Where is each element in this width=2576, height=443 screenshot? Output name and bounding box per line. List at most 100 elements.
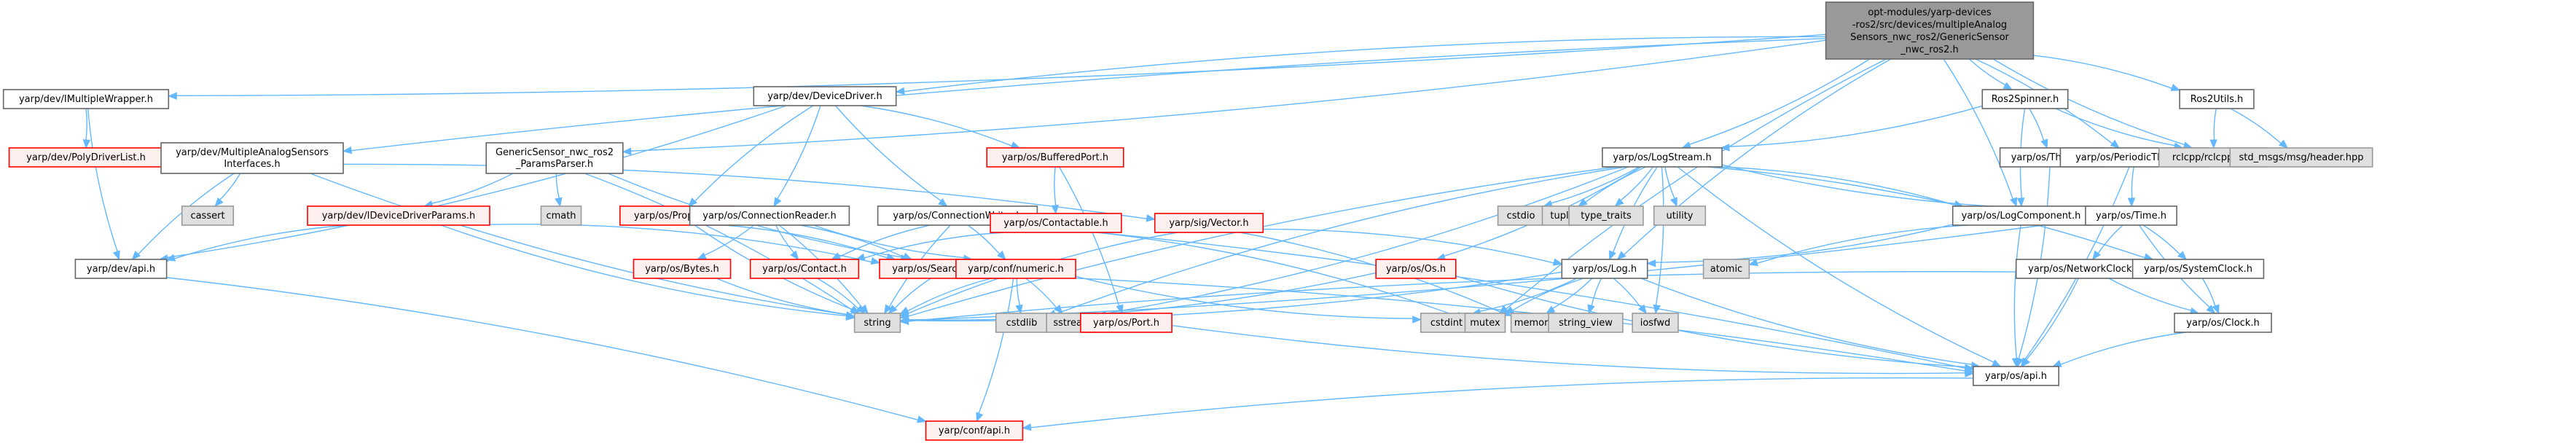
edge-clock-to-osapi	[2051, 332, 2187, 367]
edge-line	[1613, 278, 1642, 308]
edge-root-to-ros2spinner	[1968, 58, 2013, 90]
arrowhead-icon	[2021, 357, 2031, 368]
node-vector[interactable]: yarp/sig/Vector.h	[1154, 213, 1264, 233]
node-label: yarp/os/ConnectionWriter.h	[893, 211, 1022, 221]
node-type-traits[interactable]: type_traits	[1568, 205, 1644, 226]
node-label: yarp/conf/numeric.h	[968, 264, 1064, 275]
node-bytes[interactable]: yarp/os/Bytes.h	[633, 259, 732, 279]
edge-log-to-iosfwd	[1613, 278, 1648, 315]
node-cmath[interactable]: cmath	[540, 205, 582, 226]
arrowhead-icon	[131, 251, 141, 260]
node-box	[1464, 313, 1506, 333]
edge-devicedriver-to-connectionwriter	[834, 105, 948, 207]
edge-ros2spinner-to-thread	[2029, 108, 2048, 149]
node-ros2utils[interactable]: Ros2Utils.h	[2179, 89, 2255, 109]
node-cstdlib[interactable]: cstdlib	[995, 313, 1049, 333]
node-string[interactable]: string	[853, 313, 901, 333]
node-numeric[interactable]: yarp/conf/numeric.h	[955, 259, 1076, 279]
node-ros2spinner[interactable]: Ros2Spinner.h	[1981, 89, 2069, 109]
node-mutex[interactable]: mutex	[1464, 313, 1506, 333]
node-time[interactable]: yarp/os/Time.h	[2085, 205, 2177, 226]
node-systemclock[interactable]: yarp/os/SystemClock.h	[2131, 259, 2265, 279]
edge-line	[2142, 224, 2180, 255]
node-devicedriver[interactable]: yarp/dev/DeviceDriver.h	[753, 86, 897, 106]
edge-property-to-searchable	[724, 224, 896, 261]
edge-logstream-to-string	[899, 166, 1618, 320]
arrowhead-icon	[976, 412, 984, 423]
node-atomic[interactable]: atomic	[1702, 259, 1750, 279]
node-os[interactable]: yarp/os/Os.h	[1375, 259, 1457, 279]
edge-line	[1054, 166, 1626, 315]
node-idevicedriverparams[interactable]: yarp/dev/IDeviceDriverParams.h	[307, 205, 490, 226]
node-networkclock[interactable]: yarp/os/NetworkClock.h	[2015, 259, 2154, 279]
arrowhead-icon	[1051, 205, 1059, 215]
node-label: yarp/dev/IDeviceDriverParams.h	[322, 211, 476, 221]
node-bufferedport[interactable]: yarp/os/BufferedPort.h	[986, 147, 1124, 168]
node-header[interactable]: std_msgs/msg/header.hpp	[2229, 147, 2373, 168]
node-devapi[interactable]: yarp/dev/api.h	[74, 259, 168, 279]
node-contactable[interactable]: yarp/os/Contactable.h	[990, 213, 1122, 233]
arrowhead-icon	[1748, 259, 1758, 267]
arrowhead-icon	[845, 311, 856, 319]
node-osapi[interactable]: yarp/os/api.h	[1973, 366, 2060, 386]
node-iosfwd[interactable]: iosfwd	[1632, 313, 1679, 333]
edge-line	[694, 105, 814, 202]
edge-connectionwriter-to-osapi	[1019, 224, 1975, 372]
edge-logcomponent-to-atomic	[1748, 224, 1969, 267]
edge-numeric-to-cstdint	[1075, 275, 1422, 324]
arrowhead-icon	[2170, 84, 2181, 91]
node-contact[interactable]: yarp/os/Contact.h	[749, 259, 860, 279]
node-label: Interfaces.h	[224, 159, 280, 170]
node-log[interactable]: yarp/os/Log.h	[1561, 259, 1648, 279]
node-cstdio[interactable]: cstdio	[1497, 205, 1545, 226]
node-polydriverlist[interactable]: yarp/dev/PolyDriverList.h	[8, 147, 164, 168]
node-box	[749, 259, 860, 279]
edge-root-to-masinterfaces	[342, 38, 1826, 154]
node-box	[485, 142, 624, 174]
node-label: std_msgs/msg/header.hpp	[2239, 152, 2363, 163]
node-port[interactable]: yarp/os/Port.h	[1080, 313, 1172, 333]
edge-line	[1707, 166, 2145, 259]
node-label: yarp/dev/IMultipleWrapper.h	[19, 94, 153, 105]
node-utility[interactable]: utility	[1653, 205, 1707, 226]
edge-line	[967, 224, 1001, 255]
edge-line	[2213, 108, 2217, 141]
node-logstream[interactable]: yarp/os/LogStream.h	[1602, 147, 1723, 168]
node-box	[990, 213, 1122, 233]
edge-networkclock-to-string	[899, 271, 2016, 325]
edge-line	[166, 277, 918, 421]
edge-ros2utils-to-rclcpp	[2209, 108, 2217, 149]
node-connectionreader[interactable]: yarp/os/ConnectionReader.h	[689, 205, 850, 226]
node-box	[925, 420, 1024, 441]
node-cstdint[interactable]: cstdint	[1420, 313, 1473, 333]
node-confapi[interactable]: yarp/conf/api.h	[925, 420, 1024, 441]
node-clock[interactable]: yarp/os/Clock.h	[2174, 313, 2272, 333]
node-label: Sensors_nwc_ros2/GenericSensor	[1850, 32, 2009, 43]
edge-line	[1720, 166, 1955, 205]
node-box	[2, 89, 170, 109]
nodes-layer: opt-modules/yarp-devices-ros2/src/device…	[2, 1, 2373, 441]
edge-line	[817, 278, 859, 309]
arrowhead-icon	[773, 197, 782, 208]
arrowhead-icon	[1653, 304, 1661, 315]
node-masinterfaces[interactable]: yarp/dev/MultipleAnalogSensorsInterfaces…	[160, 142, 344, 174]
edge-line	[1552, 278, 1593, 309]
arrowhead-icon	[1609, 250, 1616, 261]
node-label: GenericSensor_nwc_ros2	[496, 147, 614, 158]
node-paramsparser[interactable]: GenericSensor_nwc_ros2_ParamsParser.h	[485, 142, 624, 174]
node-label: yarp/os/Os.h	[1386, 264, 1446, 275]
edge-root-to-devicedriver	[895, 36, 1826, 95]
node-imultiplewrapper[interactable]: yarp/dev/IMultipleWrapper.h	[2, 89, 170, 109]
node-logcomponent[interactable]: yarp/os/LogComponent.h	[1951, 205, 2091, 226]
edge-line	[2131, 166, 2134, 199]
edge-devapi-to-confapi	[166, 277, 927, 423]
node-box	[633, 259, 732, 279]
edge-log-to-mutex	[1504, 278, 1584, 315]
node-cassert[interactable]: cassert	[181, 205, 235, 226]
node-root[interactable]: opt-modules/yarp-devices-ros2/src/device…	[1825, 1, 2035, 60]
node-label: yarp/os/LogComponent.h	[1962, 211, 2081, 221]
node-box	[1080, 313, 1172, 333]
edge-numeric-to-confapi	[976, 278, 1014, 423]
node-string-view[interactable]: string_view	[1548, 313, 1624, 333]
arrowhead-icon	[899, 312, 909, 320]
